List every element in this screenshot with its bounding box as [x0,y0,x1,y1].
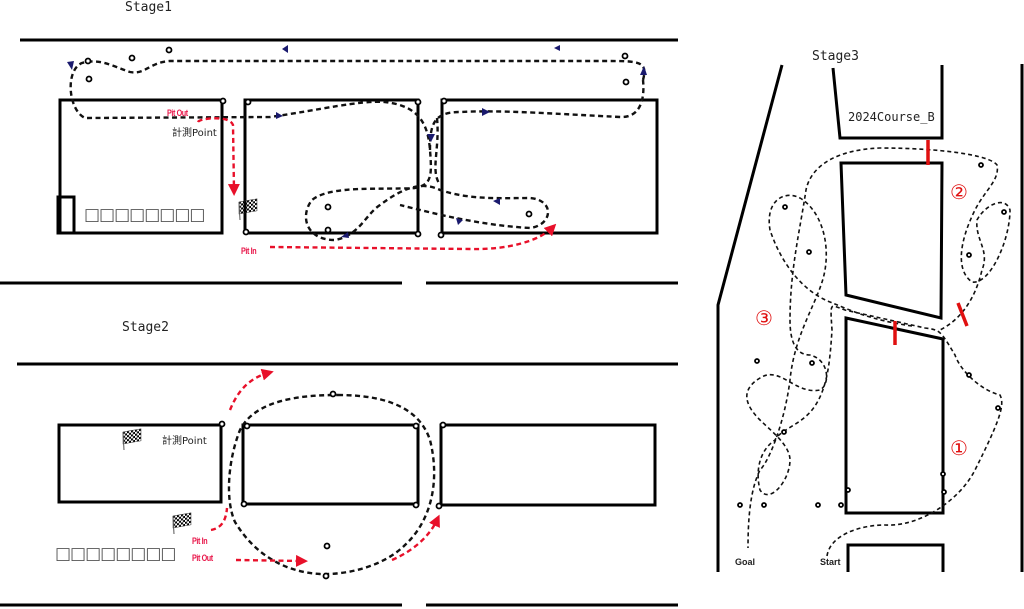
stage3-title: Stage3 [812,49,859,64]
pit-out-route [196,117,240,196]
pit-out-route [228,368,274,411]
building-block [57,423,223,504]
pit-in-route [269,223,557,251]
cone-markers [737,162,1007,508]
checkered-flag-icon [172,512,192,535]
checkered-flag-icon [238,198,258,221]
missing-glyph-text: □□□□□□□□ [84,205,205,225]
building-block [440,98,659,235]
pit-in-route [210,507,229,532]
building-block [241,423,420,506]
lower-block [844,316,945,515]
course-label: 2024Course_B [848,110,935,124]
section-1-label: ① [950,436,968,460]
direction-arrow-icon [554,45,560,51]
cone-markers [218,390,447,580]
building-block [243,98,420,235]
pit-in-label: Pit In [241,246,257,256]
pit-out-route [235,554,308,567]
section-3-label: ③ [755,306,773,330]
start-label: Start [820,557,841,567]
measure-point-label: 計測Point [162,436,207,447]
pit-out-label: Pit Out [192,553,213,563]
direction-arrow-icon [482,108,490,116]
route-path [747,194,913,549]
building-block [439,423,657,507]
stage1-map [0,38,678,285]
section-2-label: ② [950,180,968,204]
direction-arrow-icon [456,218,463,225]
upper-block [839,161,944,320]
route-path [746,147,1011,557]
direction-arrow-icon [282,45,288,53]
checkered-flag-icon [122,428,142,451]
measure-point-label: 計測Point [172,128,217,139]
direction-arrow-icon [276,112,283,119]
route-path [69,59,646,242]
bottom-block [846,543,945,572]
direction-arrow-icon [493,198,500,205]
route-path [428,79,645,151]
direction-arrow-icon [341,232,349,238]
pit-out-label: Pit Out [167,108,188,118]
cone-markers [84,46,630,239]
top-block [831,65,944,140]
direction-arrow-icon [640,66,647,75]
direction-arrow-icon [67,61,74,70]
route-path [434,117,442,186]
wall-line [716,64,784,572]
small-block [56,195,76,235]
stage2-map [0,362,678,607]
stage1-title: Stage1 [125,0,172,15]
goal-label: Goal [735,557,756,567]
route-path [227,393,436,576]
building-block [58,98,224,235]
pit-out-route [391,514,440,562]
section-mark [956,302,969,327]
missing-glyph-text: □□□□□□□□ [55,544,176,564]
pit-in-label: Pit In [192,536,208,546]
direction-arrow-icon [427,134,435,142]
stage2-title: Stage2 [122,320,169,335]
stage3-map [716,64,1024,572]
